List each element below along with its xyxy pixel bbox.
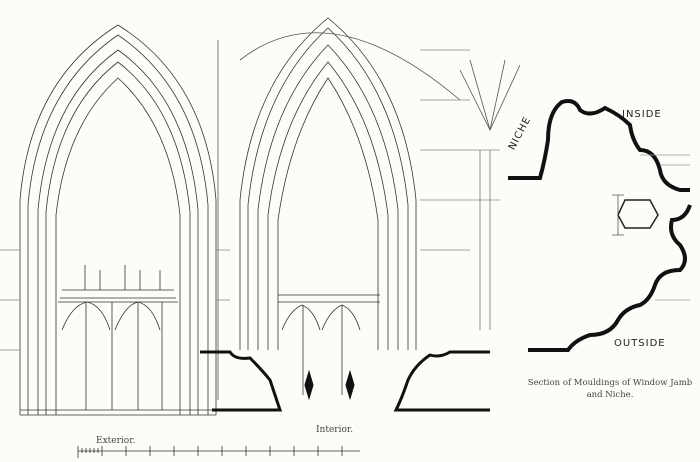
outside-label: OUTSIDE: [614, 338, 666, 349]
exterior-label: Exterior.: [96, 436, 136, 446]
section-caption: Section of Mouldings of Window Jamb and …: [527, 378, 693, 400]
moulding-section: [508, 99, 692, 352]
interior-window-elevation: [217, 17, 521, 400]
inside-label: INSIDE: [622, 109, 662, 120]
interior-label: Interior.: [316, 425, 354, 435]
exterior-window-elevation: [0, 24, 230, 416]
scale-bar: [77, 446, 360, 458]
interior-moulding-profiles: [200, 350, 490, 412]
